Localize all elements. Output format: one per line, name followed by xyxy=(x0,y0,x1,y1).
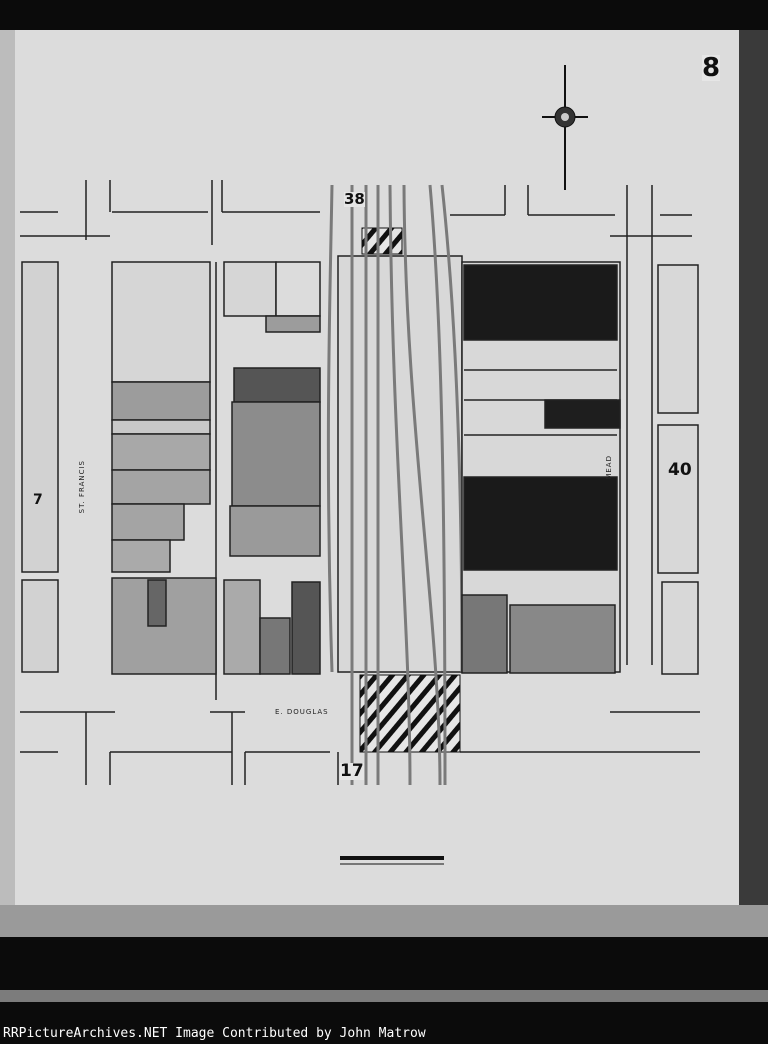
sheet-page-number: 8 xyxy=(702,53,721,83)
compass-rose-icon xyxy=(542,65,588,190)
street-label-st-francis: ST. FRANCIS xyxy=(78,460,86,514)
block-number-7: 7 xyxy=(33,492,43,508)
block-west xyxy=(111,261,217,675)
binder-edge-right xyxy=(738,30,768,930)
street-lines xyxy=(20,180,700,785)
street-label-mead: MEAD xyxy=(605,455,613,480)
block-7 xyxy=(21,261,59,673)
block-40 xyxy=(657,264,699,675)
binder-edge-left xyxy=(0,30,16,910)
block-middle xyxy=(223,261,321,675)
scale-bar xyxy=(340,856,444,865)
hatched-crossing-north xyxy=(361,227,403,255)
block-number-40: 40 xyxy=(668,460,692,480)
block-east xyxy=(461,261,621,674)
block-number-38: 38 xyxy=(344,190,365,208)
block-number-17: 17 xyxy=(340,761,364,781)
image-credit-caption: RRPictureArchives.NET Image Contributed … xyxy=(3,1026,426,1041)
frame-rail xyxy=(0,990,768,1002)
frame-strip xyxy=(0,905,768,937)
street-label-e-douglas: E. DOUGLAS xyxy=(275,708,329,716)
